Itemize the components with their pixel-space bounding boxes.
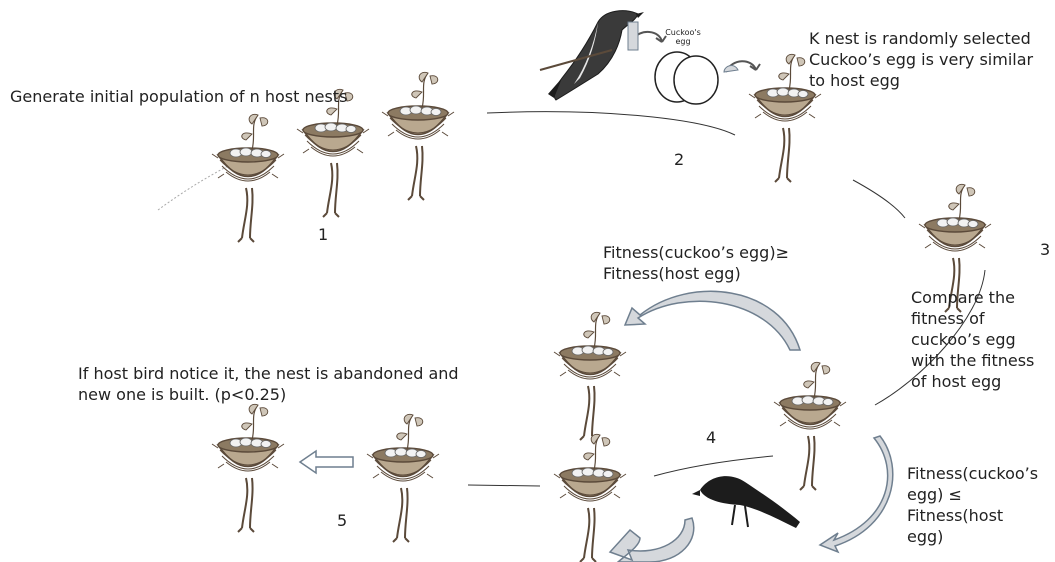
crow-icon [692,476,800,528]
fitness-ge-label: Fitness(cuckoo’s egg)≥ Fitness(host egg) [603,242,789,284]
curved-arrow-icon [610,518,694,562]
cuckoo-egg-tag-line: Cuckoo's [658,28,708,37]
nest-icon [297,89,369,217]
step-number-1: 1 [318,225,328,244]
curved-arrow-icon [820,436,893,552]
nest-icon [382,72,454,200]
fitness-le-line: Fitness(cuckoo’s [907,463,1038,484]
connector-1-2 [487,112,735,135]
cuckoo-egg-tag: Cuckoo's egg [658,28,708,46]
initial-population-label: Generate initial population of n host ne… [10,86,347,107]
nest-icon [774,362,846,490]
fitness-le-line: egg) [907,526,1038,547]
step-number-5: 5 [337,511,347,530]
nest-icon [554,312,626,440]
random-select-line: K nest is randomly selected [809,28,1033,49]
random-select-label: K nest is randomly selected Cuckoo’s egg… [809,28,1033,91]
compare-line: of host egg [911,371,1034,392]
curved-arrow-icon [724,61,760,72]
abandon-label: If host bird notice it, the nest is aban… [78,363,459,405]
fitness-le-label: Fitness(cuckoo’s egg) ≤ Fitness(host egg… [907,463,1038,547]
connector-5-4 [468,485,540,486]
nest-icon [367,414,439,542]
connector-4b-4a [654,456,773,476]
nest-icon [554,434,626,562]
random-select-line: to host egg [809,70,1033,91]
fitness-le-line: egg) ≤ [907,484,1038,505]
compare-line: with the fitness [911,350,1034,371]
step-number-4: 4 [706,428,716,447]
compare-line: Compare the [911,287,1034,308]
compare-line: cuckoo’s egg [911,329,1034,350]
compare-label: Compare the fitness of cuckoo’s egg with… [911,287,1034,392]
fitness-ge-line: Fitness(host egg) [603,263,789,284]
step-number-2: 2 [674,150,684,169]
abandon-line: new one is built. (p<0.25) [78,384,459,405]
nest-icon [212,404,284,532]
fitness-le-line: Fitness(host [907,505,1038,526]
step-number-3: 3 [1040,240,1050,259]
abandon-line: If host bird notice it, the nest is aban… [78,363,459,384]
nest-icon [212,114,284,242]
block-arrow-icon [300,451,353,473]
compare-line: fitness of [911,308,1034,329]
cuckoo-egg-tag-line: egg [658,37,708,46]
egg-icon [674,56,718,104]
fitness-ge-line: Fitness(cuckoo’s egg)≥ [603,242,789,263]
random-select-line: Cuckoo’s egg is very similar [809,49,1033,70]
connector-2-3 [853,180,905,218]
curved-arrow-icon [625,291,800,350]
